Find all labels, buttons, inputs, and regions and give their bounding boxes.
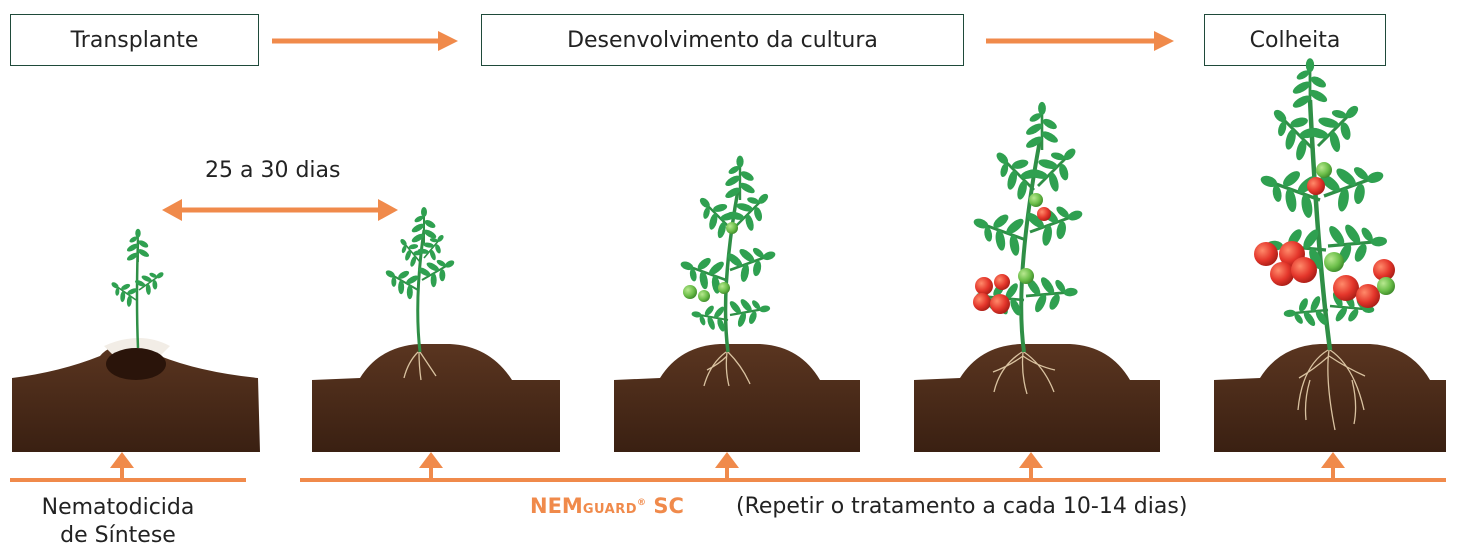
plant-stage-3 (673, 154, 783, 353)
application-arrow-2 (419, 452, 443, 480)
soil-block-1 (12, 338, 260, 452)
stage-label-transplante: Transplante (70, 27, 199, 53)
stage-box-colheita: Colheita (1204, 14, 1386, 66)
plant-stage-4 (965, 100, 1091, 353)
brand-nem: NEM (530, 494, 583, 518)
interval-double-arrow (162, 199, 398, 221)
stage-box-transplante: Transplante (10, 14, 259, 66)
plant-stage-5 (1251, 56, 1395, 351)
roots (403, 349, 1366, 431)
nemguard-application-line (300, 452, 1446, 482)
synthetic-application-line (10, 452, 246, 482)
nemguard-brand: NEMGUARD® SC (530, 494, 684, 518)
synthetic-label-line1: Nematodicida (41, 495, 195, 520)
arrow-desenvolvimento-to-colheita (986, 31, 1174, 51)
soil-block-2 (312, 344, 560, 452)
synthetic-label-line2: de Síntese (60, 523, 176, 548)
stage-label-colheita: Colheita (1249, 27, 1341, 53)
soil-block-3 (614, 344, 860, 452)
brand-sc: SC (646, 494, 684, 518)
soil-block-4 (914, 344, 1160, 452)
synthetic-nematicide-label: Nematodicida de Síntese (18, 494, 218, 550)
brand-guard: GUARD (582, 502, 638, 517)
application-arrow-3 (715, 452, 739, 480)
application-arrow-4 (1019, 452, 1043, 480)
stage-box-desenvolvimento: Desenvolvimento da cultura (481, 14, 964, 66)
stage-label-desenvolvimento: Desenvolvimento da cultura (567, 27, 878, 53)
brand-registered: ® (637, 498, 647, 508)
plant-stage-2 (378, 206, 462, 353)
interval-label: 25 a 30 dias (205, 158, 341, 183)
plant-stage-1 (104, 227, 171, 349)
repeat-treatment-note: (Repetir o tratamento a cada 10-14 dias) (736, 494, 1188, 519)
arrow-transplante-to-desenvolvimento (272, 31, 458, 51)
application-arrow-5 (1321, 452, 1345, 480)
